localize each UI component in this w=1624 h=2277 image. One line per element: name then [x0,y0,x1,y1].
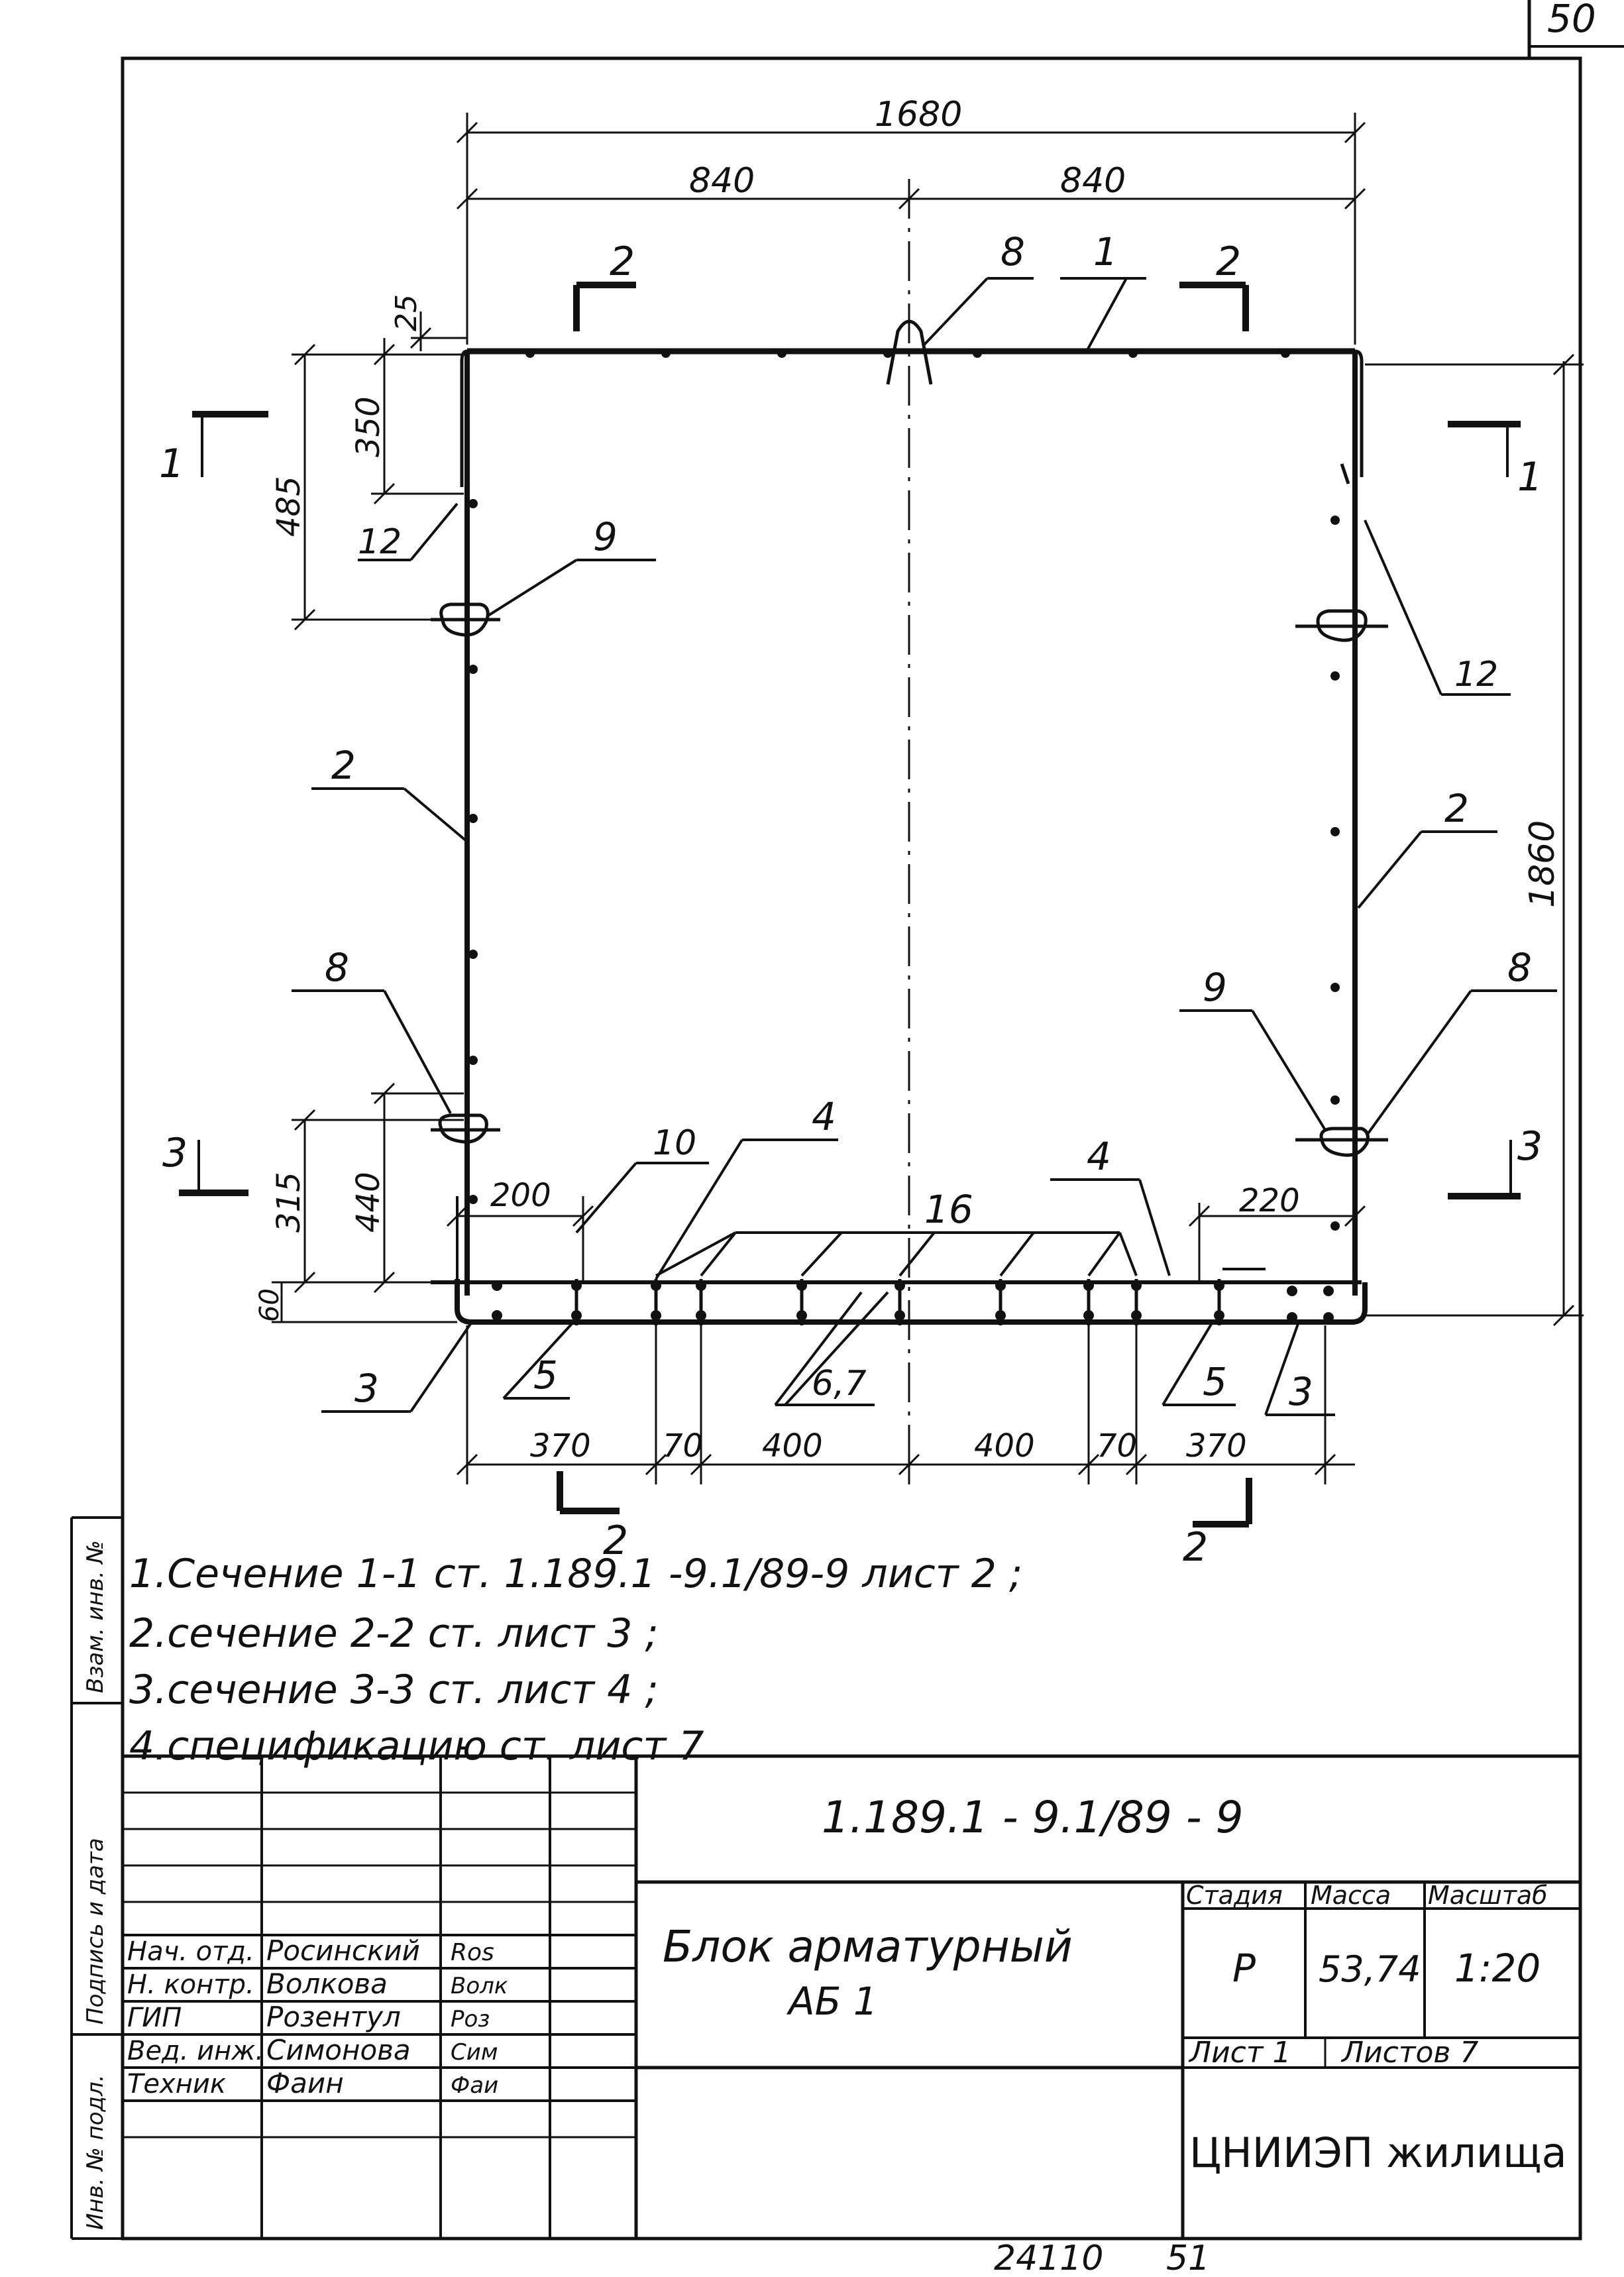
footer-right-number: 51 [1166,2239,1210,2277]
dim-bottom-400-left: 400 [762,1427,823,1465]
staff-role-5: Техник [127,2069,226,2099]
callout-4-left: 4 [812,1094,836,1139]
section-2-bottom-right: 2 [1183,1524,1208,1571]
section-2-top-right: 2 [1216,239,1241,285]
dim-60: 60 [254,1288,285,1322]
staff-signature-3: Роз [451,2006,490,2032]
scale-value: 1:20 [1454,1946,1541,1991]
section-3-right: 3 [1517,1123,1543,1170]
dimension-lines [272,113,1584,1484]
note-4: 4.спецификацию ст. лист 7 [129,1723,704,1769]
callout-6-7: 6,7 [812,1364,867,1404]
header-mass: Масса [1311,1881,1391,1910]
header-stage: Стадия [1186,1881,1283,1910]
notes: 1.Сечение 1-1 ст. 1.189.1 -9.1/89-9 лист… [129,1551,1022,1769]
staff-signature-4: Сим [451,2039,498,2066]
sheet-label: Лист 1 [1188,2036,1291,2070]
sheets-label: Листов 7 [1340,2036,1478,2070]
staff-signature-1: Ros [451,1939,494,1966]
block-title-line1: Блок арматурный [663,1921,1073,1972]
callout-16: 16 [924,1187,973,1232]
side-stamp-signature-date: Подпись и дата [82,1838,109,2025]
staff-name-2: Волкова [266,1968,388,2000]
dim-half-right: 840 [1060,161,1126,201]
dim-bottom-370-right: 370 [1186,1427,1247,1465]
dim-440: 440 [350,1172,387,1233]
document-code: 1.189.1 - 9.1/89 - 9 [822,1792,1244,1843]
mass-value: 53,74 [1319,1948,1421,1990]
dim-bottom-70-right: 70 [1097,1427,1137,1465]
staff-role-4: Вед. инж. [127,2036,264,2066]
callout-numbers: 8 1 12 9 2 12 2 8 9 8 10 4 4 16 3 5 6,7 … [325,229,1532,1414]
section-marks [179,282,1521,1527]
side-stamp-inv-podl: Инв. № подл. [82,2074,109,2230]
rebar-dots [468,349,1340,1323]
staff-role-2: Н. контр. [127,1970,254,2000]
callout-8-right: 8 [1507,945,1532,990]
callout-5-left: 5 [533,1353,558,1398]
callout-10: 10 [653,1123,696,1163]
section-3-left: 3 [162,1130,188,1176]
side-stamp: Инв. № подл. Подпись и дата Взам. инв. № [70,1516,123,2240]
dim-485: 485 [270,476,307,537]
sheet-frame: 50 [121,0,1624,2241]
title-block [123,1754,1580,2239]
callout-1-top: 1 [1093,229,1118,274]
dim-220: 220 [1239,1182,1300,1219]
note-3: 3.сечение 3-3 ст. лист 4 ; [129,1667,659,1713]
callout-3-right: 3 [1289,1369,1313,1414]
sheet-corner-number: 50 [1547,0,1596,41]
side-stamp-replace-inv: Взам. инв. № [82,1540,109,1693]
section-2-top-left: 2 [610,239,635,285]
dim-half-left: 840 [689,161,755,201]
dimension-texts: 1680 840 840 1860 25 350 485 315 440 60 … [254,95,1562,1465]
callout-3-left: 3 [354,1366,379,1411]
callout-9-left: 9 [593,514,618,559]
callout-12-left: 12 [358,522,402,562]
callout-5-right: 5 [1203,1359,1227,1404]
stage-value: Р [1232,1946,1256,1991]
dim-350: 350 [350,396,387,457]
dim-bottom-370-left: 370 [530,1427,591,1465]
note-1: 1.Сечение 1-1 ст. 1.189.1 -9.1/89-9 лист… [129,1551,1022,1597]
dim-overall-width: 1680 [875,95,962,135]
dim-25: 25 [390,294,423,331]
dim-bottom-70-left: 70 [663,1427,703,1465]
footer-left-number: 24110 [994,2239,1103,2277]
section-mark-labels: 2 2 1 1 3 3 2 2 [159,239,1543,1571]
organization: ЦНИИЭП жилища [1189,2129,1567,2177]
staff-role-3: ГИП [127,2003,182,2033]
callout-leaders [292,277,1557,1416]
dim-overall-height: 1860 [1523,820,1562,908]
staff-name-1: Росинский [266,1934,420,1967]
note-2: 2.сечение 2-2 ст. лист 3 ; [129,1610,659,1657]
dim-315: 315 [270,1172,307,1233]
callout-9-right: 9 [1203,965,1227,1010]
block-title-line2: АБ 1 [786,1979,878,2024]
section-1-right: 1 [1517,454,1543,500]
callout-8-left: 8 [325,945,349,990]
callout-12-right: 12 [1454,655,1498,694]
section-2-bottom-left: 2 [603,1518,628,1564]
callout-2-right: 2 [1444,786,1469,831]
section-1-left: 1 [159,441,184,487]
cage-outline [431,348,1368,1325]
staff-name-4: Симонова [266,2034,411,2066]
dim-bottom-400-right: 400 [974,1427,1035,1465]
callout-4-right: 4 [1087,1134,1111,1179]
staff-name-5: Фаин [266,2067,344,2099]
staff-signature-5: Фаи [451,2072,498,2099]
title-block-texts: 1.189.1 - 9.1/89 - 9 Блок арматурный АБ … [127,1792,1567,2177]
callout-2-left: 2 [331,743,356,788]
footer: 24110 51 [994,2239,1210,2277]
dim-200: 200 [490,1177,551,1214]
callout-8-top: 8 [1001,229,1025,274]
header-scale: Масштаб [1428,1881,1548,1910]
staff-name-3: Розентул [266,2001,401,2033]
lifting-loops [431,319,1388,1157]
staff-signature-2: Волк [451,1973,508,1999]
staff-role-1: Нач. отд. [127,1936,254,1967]
